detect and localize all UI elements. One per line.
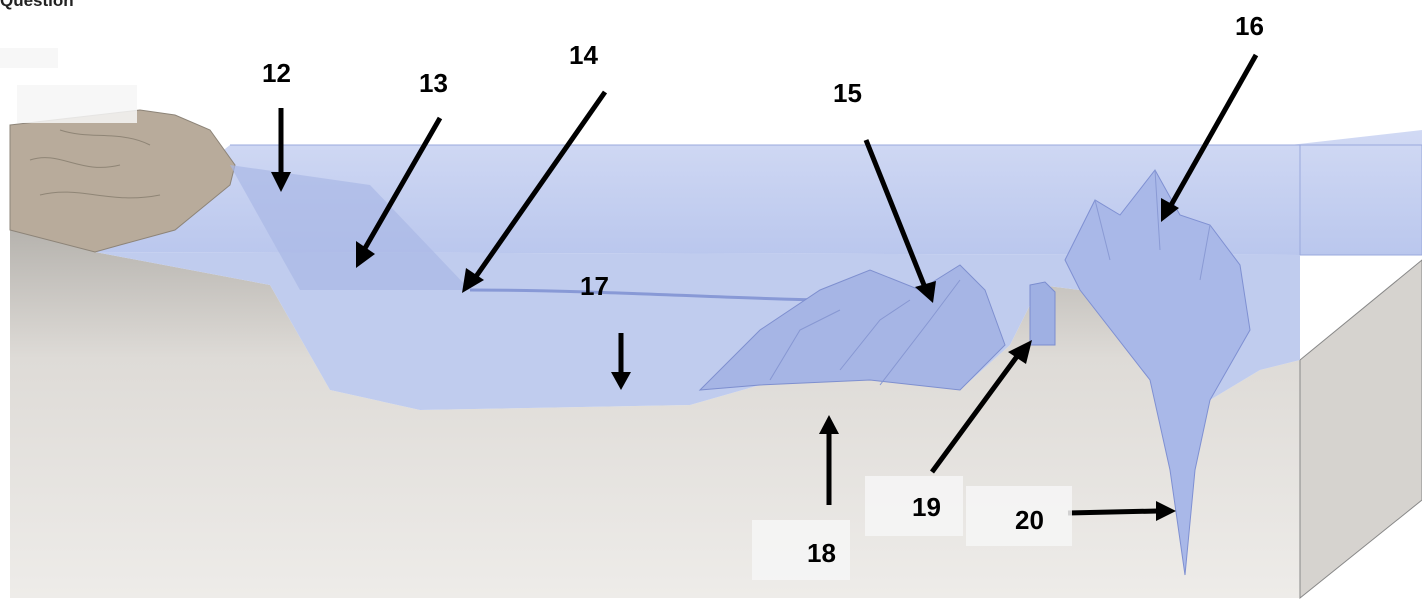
crust-side-face — [1300, 260, 1422, 598]
label-18: 18 — [807, 540, 836, 566]
label-13: 13 — [419, 70, 448, 96]
label-17: 17 — [580, 273, 609, 299]
label-16: 16 — [1235, 13, 1264, 39]
label-backdrop — [17, 85, 137, 123]
seamount — [1030, 282, 1055, 345]
label-20: 20 — [1015, 507, 1044, 533]
label-12: 12 — [262, 60, 291, 86]
label-backdrop — [0, 48, 58, 68]
label-19: 19 — [912, 494, 941, 520]
label-14: 14 — [569, 42, 598, 68]
label-15: 15 — [833, 80, 862, 106]
